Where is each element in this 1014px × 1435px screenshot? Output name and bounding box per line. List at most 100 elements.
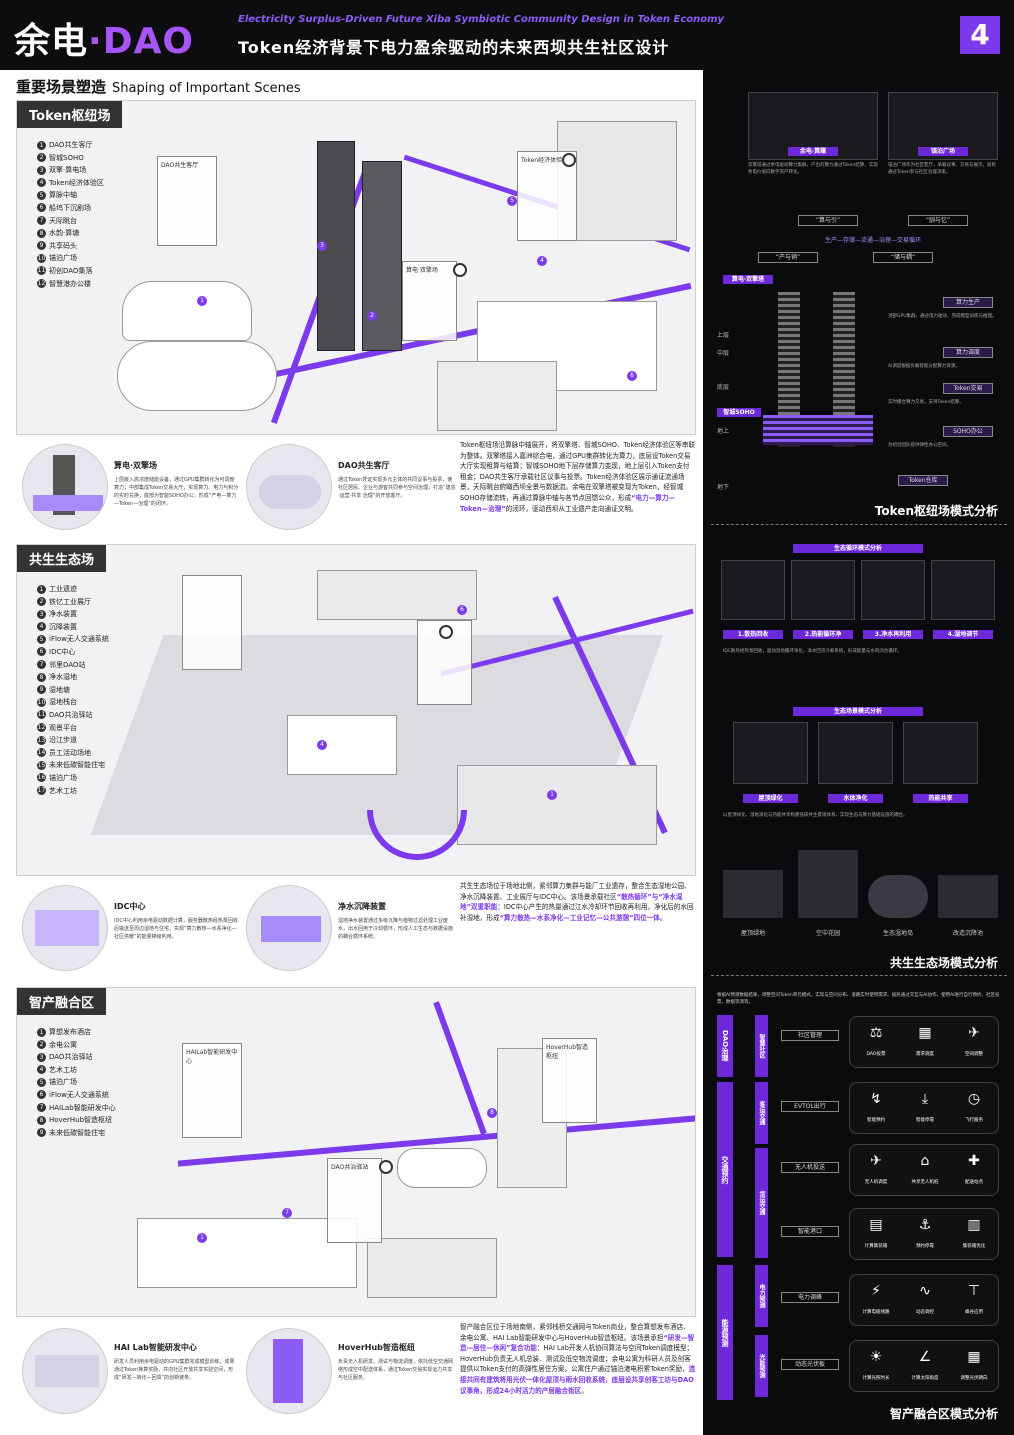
detail-title: 净水沉降装置 bbox=[338, 902, 386, 911]
detail-title: 算电·双擎场 bbox=[114, 461, 158, 470]
subcategory-pill: 货运交通 bbox=[755, 1148, 768, 1258]
location-pin-icon bbox=[562, 153, 576, 167]
location-pin-icon bbox=[439, 625, 453, 639]
flow-label: “驯与忆” bbox=[908, 215, 968, 226]
location-pin-icon bbox=[453, 263, 467, 277]
scene-tag: Token枢纽场 bbox=[17, 101, 123, 128]
category-pill: 能源预测 bbox=[717, 1265, 733, 1400]
logo: 余电·DAO bbox=[14, 21, 195, 62]
drone-icon: ✈ bbox=[870, 1153, 882, 1169]
analysis-title: 智产融合区模式分析 bbox=[889, 1407, 998, 1421]
angle-icon: ∠ bbox=[918, 1349, 932, 1365]
detail-image bbox=[22, 885, 108, 971]
row-icon-box: ▤ ⚓ ▥ 计算集装箱 预约停靠 集装箱优化 bbox=[849, 1208, 999, 1260]
row-button: 智能港口 bbox=[781, 1226, 839, 1237]
divider bbox=[711, 975, 1007, 976]
analysis-panel: 余电·算赚 锚泊广场 双擎塔通过余电驱动算力集群，产出的算力通过Token结算，… bbox=[703, 70, 1014, 1435]
model-label: 屋顶绿地 bbox=[740, 930, 765, 937]
mode-image bbox=[791, 560, 855, 620]
category-pill: DAO治理 bbox=[717, 1015, 733, 1077]
level-label: 中层 bbox=[717, 350, 730, 357]
eco-label: 热能共享 bbox=[913, 794, 968, 803]
building-block bbox=[437, 361, 557, 431]
marker-dot: 6 bbox=[457, 605, 467, 615]
section-pill: 生态循环模式分析 bbox=[793, 544, 923, 553]
row-button: 社区管理 bbox=[781, 1030, 839, 1041]
detail-text: 湿地净水装置通过多级沉降与植物过滤处理工业废水，出水回用于冷却循环，形成人工生态… bbox=[338, 918, 454, 940]
subcategory-pill: 电力预测 bbox=[755, 1265, 768, 1327]
tower-right-diagram bbox=[833, 292, 855, 447]
subtitle-chinese: Token经济背景下电力盈余驱动的未来西坝共生社区设计 bbox=[238, 38, 670, 57]
power-icon: ⚡ bbox=[871, 1283, 881, 1299]
marker-dot: 7 bbox=[282, 1208, 292, 1218]
row-button: 动态光伏板 bbox=[781, 1359, 839, 1370]
scene-tag: 共生生态场 bbox=[17, 545, 107, 572]
detail-image bbox=[22, 444, 108, 530]
info-sign: DAO共生客厅 bbox=[157, 156, 217, 246]
subcategory-pill: 光能预测 bbox=[755, 1335, 768, 1397]
wave-icon: ∿ bbox=[919, 1283, 931, 1299]
scene3-details: HAI Lab智能研发中心 研发人员利用余电驱动的GPU集群完成模型训练，成果通… bbox=[16, 1322, 696, 1430]
mode-text: IDC散热经热泵回收，驱动湿地循环净化，净水回流冷却系统，形成能量与水的闭合循环… bbox=[723, 649, 902, 654]
scene2-details: IDC中心 IDC中心利用余电驱动数据计算，服务器散热经热泵回收后输送至周边湿地… bbox=[16, 881, 696, 983]
solar-panel-icon: ▦ bbox=[967, 1349, 981, 1365]
detail-image bbox=[246, 444, 332, 530]
flow-label: “算与引” bbox=[798, 215, 858, 226]
mode-label: 2.热能循环净 bbox=[793, 630, 853, 639]
vote-icon: ⚖ bbox=[869, 1025, 883, 1041]
soho-label: 智城SOHO bbox=[717, 408, 761, 417]
detail-title: IDC中心 bbox=[114, 902, 146, 911]
marker-dot: 1 bbox=[197, 296, 207, 306]
marker-dot: 6 bbox=[627, 371, 637, 381]
eco-image bbox=[903, 722, 978, 784]
purple-route bbox=[433, 1001, 487, 1135]
sun-icon: ☀ bbox=[869, 1349, 883, 1365]
tower-label: 算电·双擎塔 bbox=[723, 275, 773, 284]
location-pin-icon bbox=[379, 1160, 393, 1174]
intro-text: 根据AI预测数据结果，调整空间Token单元模式，实现与空间分布、道路实时使用需… bbox=[717, 993, 1000, 1005]
detail-image bbox=[22, 1328, 108, 1414]
building-block bbox=[557, 121, 677, 241]
delivery-icon: ✚ bbox=[968, 1153, 980, 1169]
level-label: 地上 bbox=[717, 428, 730, 435]
eco-label: 屋顶绿化 bbox=[743, 794, 798, 803]
header-bar: 余电·DAO Electricity Surplus-Driven Future… bbox=[0, 0, 1014, 70]
model-label: 空中花园 bbox=[815, 930, 840, 937]
scene-tag: 智产融合区 bbox=[17, 988, 107, 1015]
row-icon-box: ✈ ⌂ ✚ 无人机调度 共享无人机桩 配送站点 bbox=[849, 1144, 999, 1196]
section-pill: 生态场景模式分析 bbox=[793, 707, 923, 716]
detail-image bbox=[246, 1328, 332, 1414]
level-label: 地下 bbox=[717, 484, 730, 491]
scene-description: Token枢纽场沿算脉中轴展开，将双擎塔、智城SOHO、Token经济体验区等串… bbox=[460, 441, 696, 513]
subcategory-pill: 智慧社区 bbox=[755, 1015, 768, 1077]
detail-title: HAI Lab智能研发中心 bbox=[114, 1343, 197, 1352]
subtitle-english: Electricity Surplus-Driven Future Xiba S… bbox=[238, 14, 725, 25]
page-number-badge: 4 bbox=[960, 16, 1000, 54]
route-icon: ↯ bbox=[870, 1091, 882, 1107]
level-label: 上层 bbox=[717, 332, 730, 339]
function-button: 算力调度 bbox=[943, 347, 993, 358]
building-block bbox=[287, 715, 397, 775]
detail-title: HoverHub智造枢纽 bbox=[338, 1343, 415, 1352]
soho-diagram bbox=[763, 415, 873, 445]
info-sign bbox=[182, 575, 242, 670]
eco-image bbox=[733, 722, 808, 784]
stack-icon: ▥ bbox=[967, 1217, 981, 1233]
mode-image bbox=[721, 560, 785, 620]
function-button: Token仓库 bbox=[898, 475, 948, 486]
scene1-details: 算电·双擎场 上层嵌入高浓度储能设备，通过GPU集群转化为可调度算力；中部集成T… bbox=[16, 440, 696, 540]
detail-text: 负责无人机研发、测试与物流调度，依托低空交通网络形成空中配送体系，通过Token… bbox=[338, 1359, 454, 1381]
flow-label: “产与销” bbox=[758, 252, 818, 263]
mode-label: 3.净水再利用 bbox=[863, 630, 923, 639]
marker-dot: 8 bbox=[487, 1108, 497, 1118]
tower-building bbox=[362, 161, 402, 351]
landing-icon: ⤓ bbox=[921, 1091, 929, 1107]
mode-image bbox=[861, 560, 925, 620]
analysis-title: 共生生态场模式分析 bbox=[889, 956, 998, 970]
